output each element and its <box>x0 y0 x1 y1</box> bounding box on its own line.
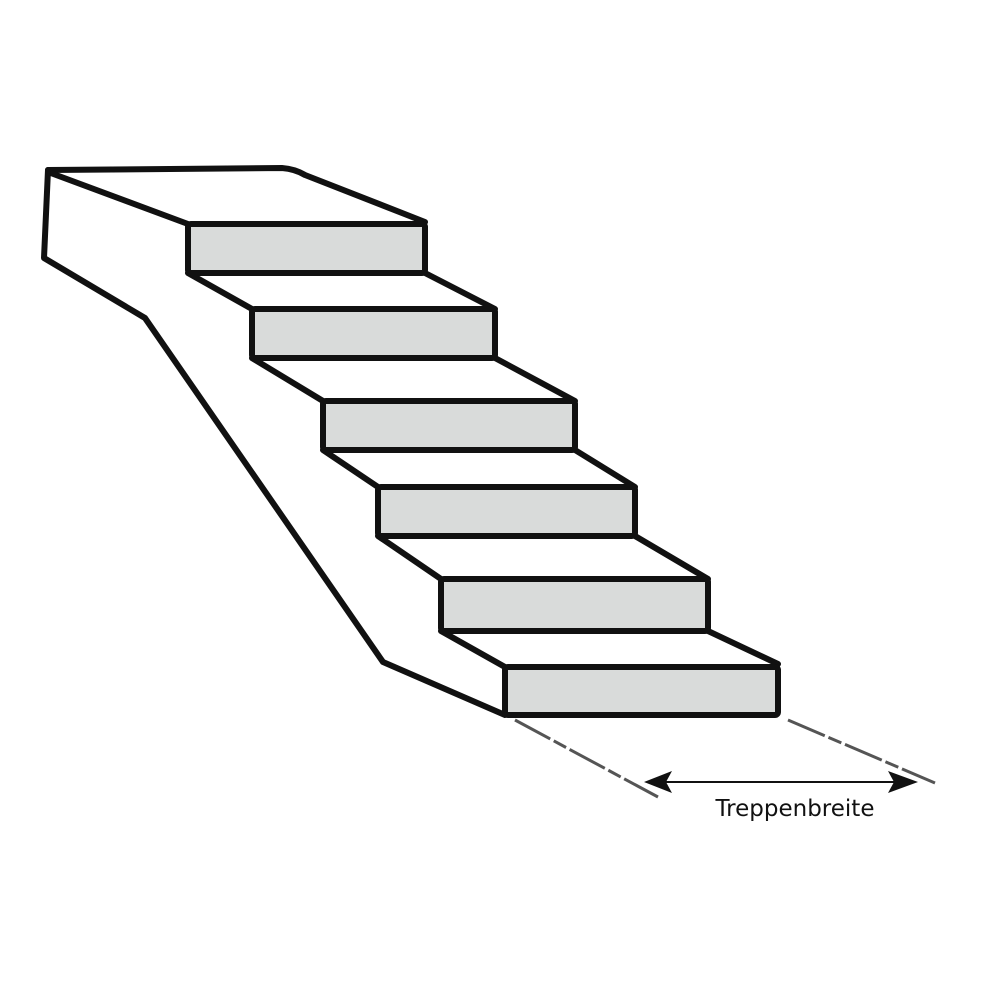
stair-treads <box>185 270 781 670</box>
stair-risers <box>185 221 781 718</box>
stair-riser-3 <box>320 398 578 453</box>
width-dimension: Treppenbreite <box>514 718 936 822</box>
stair-stringer <box>41 165 508 718</box>
arrow-head-right-icon <box>888 771 918 793</box>
stair-riser-5 <box>438 576 711 634</box>
arrow-head-left-icon <box>644 771 672 793</box>
stair-width-label: Treppenbreite <box>715 796 875 822</box>
stair-riser-2 <box>249 306 498 361</box>
stair-riser-1 <box>185 221 428 276</box>
extension-line-left <box>514 718 659 799</box>
stair-riser-6 <box>502 664 781 718</box>
extension-line-right <box>787 718 936 785</box>
stair-riser-4 <box>375 484 638 539</box>
